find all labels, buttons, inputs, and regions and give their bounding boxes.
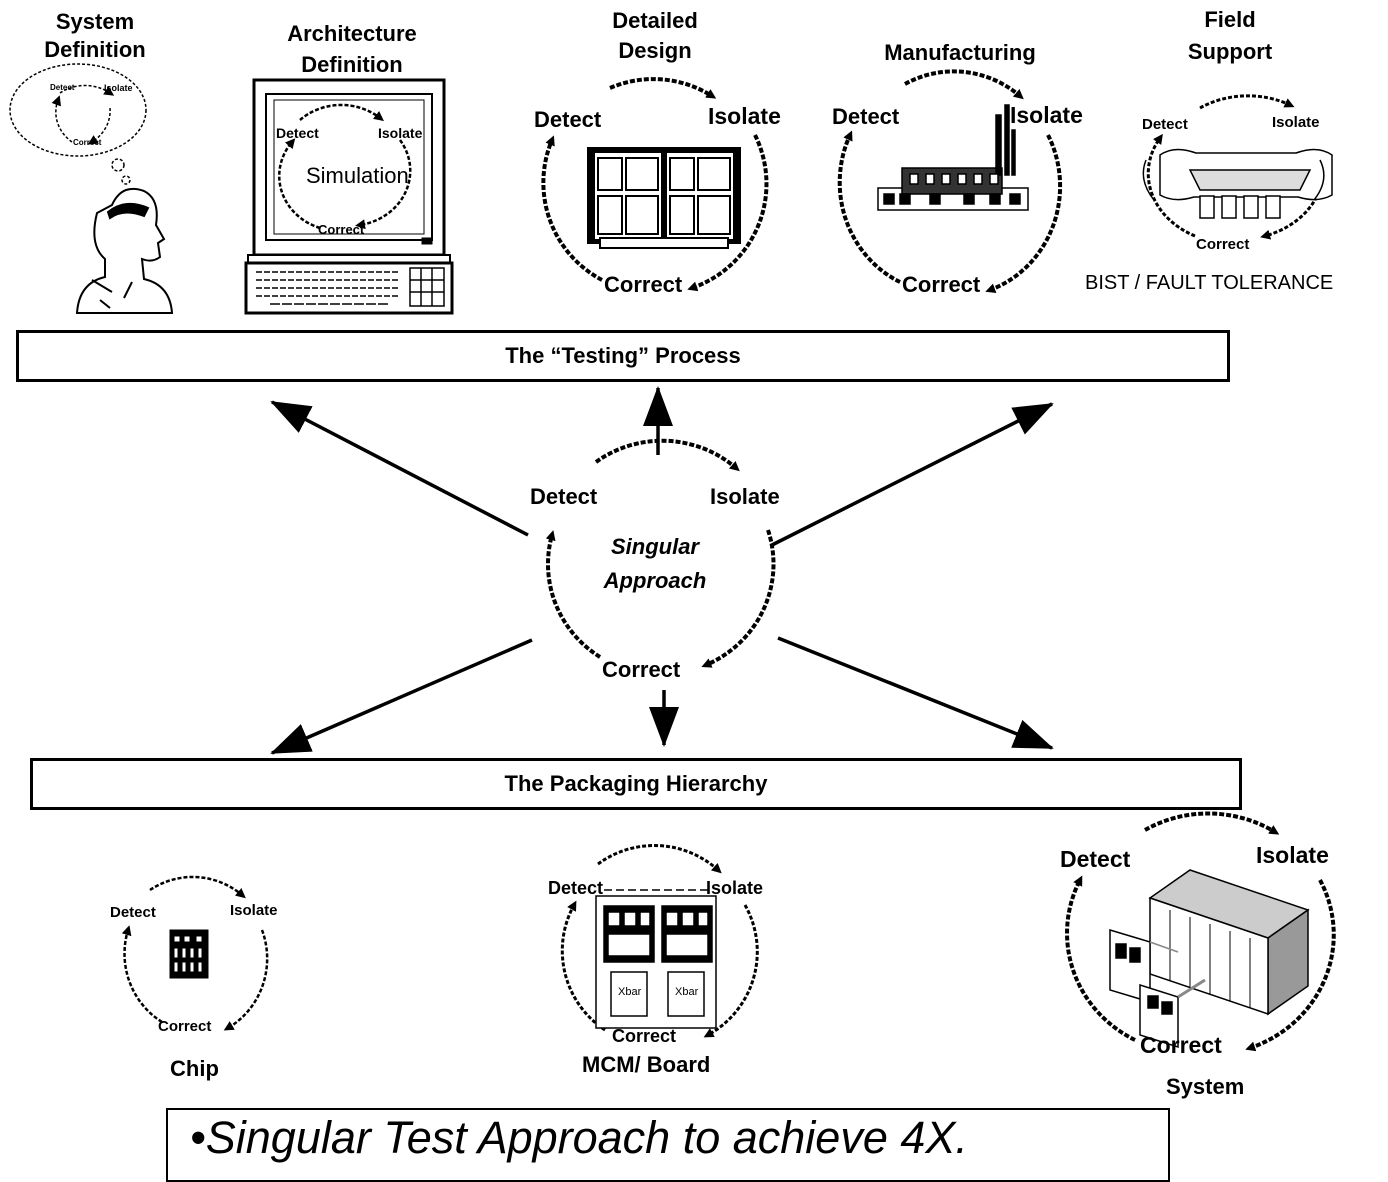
testing-process-banner: The “Testing” Process <box>16 330 1230 382</box>
chip-icon <box>169 929 209 979</box>
stage-title-system-definition: System Definition <box>44 9 146 62</box>
packaging-hierarchy-banner: The Packaging Hierarchy <box>30 758 1242 810</box>
stage2-detect-label: Detect <box>276 125 319 141</box>
xbar-left-label: Xbar <box>618 986 642 998</box>
stage-title-manufacturing: Manufacturing <box>884 40 1036 65</box>
stage3-correct-label: Correct <box>604 272 683 297</box>
chip-level-name: Chip <box>170 1056 219 1081</box>
arrow-to-chip <box>270 638 533 755</box>
singular-approach-label: Singular Approach <box>580 530 730 598</box>
arrow-to-field-support <box>771 402 1054 547</box>
design-cycle <box>541 77 769 292</box>
stage2-isolate-label: Isolate <box>378 125 423 141</box>
mcm-board-icon <box>595 889 717 1029</box>
board-cycle <box>560 844 759 1038</box>
board-correct-label: Correct <box>612 1026 677 1046</box>
stage5-detect-label: Detect <box>1142 116 1188 133</box>
bottom-note-text: •Singular Test Approach to achieve 4X. <box>190 1112 968 1163</box>
system-isolate-label: Isolate <box>1256 842 1329 868</box>
stage-title-detailed-design: Detailed Design <box>612 8 698 63</box>
thought-bubble <box>9 63 147 185</box>
system-level-name: System <box>1166 1074 1245 1099</box>
stage3-detect-label: Detect <box>534 107 602 132</box>
factory-icon <box>877 104 1029 211</box>
stage1-correct-label: Correct <box>73 138 102 147</box>
stage-title-field-support: Field Support <box>1187 7 1273 64</box>
manufacturing-cycle <box>837 69 1063 293</box>
arrow-to-system-definition <box>270 400 529 537</box>
singular-approach-cycle <box>545 438 776 668</box>
xbar-right-label: Xbar <box>675 986 699 998</box>
bist-fault-tolerance-caption: BIST / FAULT TOLERANCE <box>1085 272 1334 294</box>
system-correct-label: Correct <box>1140 1032 1222 1058</box>
packaging-hierarchy-label: The Packaging Hierarchy <box>504 771 768 796</box>
board-detect-label: Detect <box>548 878 604 898</box>
board-layout-icon <box>587 147 741 249</box>
person-icon <box>75 187 174 314</box>
stage4-detect-label: Detect <box>832 104 900 129</box>
chip-isolate-label: Isolate <box>230 902 278 919</box>
stage4-correct-label: Correct <box>902 272 981 297</box>
system-cycle <box>1065 811 1336 1052</box>
bottom-note-box: •Singular Test Approach to achieve 4X. <box>166 1108 1170 1182</box>
center-correct-label: Correct <box>602 657 681 682</box>
board-level-name: MCM/ Board <box>582 1052 711 1077</box>
system-detect-label: Detect <box>1060 846 1131 872</box>
chip-correct-label: Correct <box>158 1018 212 1035</box>
arrow-to-system <box>777 636 1054 750</box>
stage5-isolate-label: Isolate <box>1272 114 1320 131</box>
center-isolate-label: Isolate <box>710 484 780 509</box>
testing-process-label: The “Testing” Process <box>505 343 741 368</box>
stage1-detect-label: Detect <box>50 83 75 92</box>
stage4-isolate-label: Isolate <box>1010 102 1083 128</box>
chip-detect-label: Detect <box>110 904 156 921</box>
stage5-correct-label: Correct <box>1196 236 1250 253</box>
stage-title-architecture-definition: Architecture Definition <box>287 21 417 77</box>
computer-icon <box>244 78 454 315</box>
system-rack-icon <box>1109 869 1310 1049</box>
singular-approach-line2: Approach <box>603 568 707 593</box>
stage3-isolate-label: Isolate <box>708 103 781 129</box>
hands-with-module-icon <box>1142 148 1333 219</box>
stage1-isolate-label: Isolate <box>104 83 133 93</box>
center-detect-label: Detect <box>530 484 598 509</box>
board-isolate-label: Isolate <box>706 878 764 898</box>
chip-cycle <box>121 875 269 1031</box>
simulation-label: Simulation <box>306 163 409 188</box>
stage2-correct-label: Correct <box>318 222 365 237</box>
singular-approach-line1: Singular <box>610 534 699 559</box>
connector-arrows <box>270 386 1054 755</box>
